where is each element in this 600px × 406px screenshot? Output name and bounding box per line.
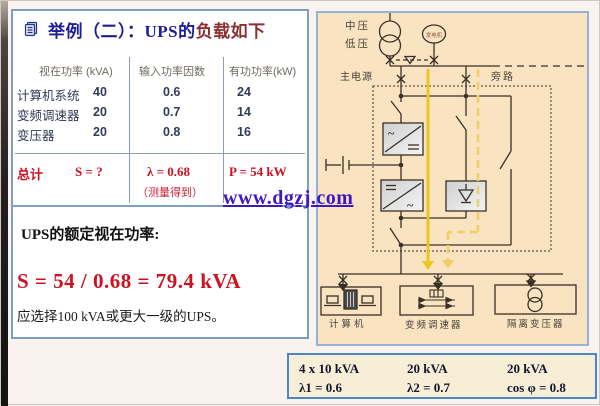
power-flow-main xyxy=(422,69,434,270)
output-switch xyxy=(389,227,402,246)
spec-col-vfd: 20 kVA λ2 = 0.7 xyxy=(407,359,450,397)
breaker-x-icons xyxy=(338,55,536,285)
load-table-panel: 举例（二）：UPS的负载如下 视在功率 (kVA) 输入功率因数 有功功率(kW… xyxy=(11,9,309,207)
total-label: 总计 xyxy=(17,167,44,182)
row-label: 计算机系统 xyxy=(17,89,80,103)
title-row: 举例（二）：UPS的负载如下 xyxy=(23,17,266,42)
battery-icon xyxy=(325,156,401,174)
spec-col-computers: 4 x 10 kVA λ1 = 0.6 xyxy=(299,359,359,397)
book-stack-icon xyxy=(24,21,38,36)
result-panel: UPS的额定视在功率: S = 54 / 0.68 = 79.4 kVA 应选择… xyxy=(11,205,309,339)
power-flow-arrow-main xyxy=(422,261,434,270)
spec-pf: λ1 = 0.6 xyxy=(299,380,343,395)
row-label: 变压器 xyxy=(17,129,55,143)
table-column-divider xyxy=(223,57,224,203)
bypass-label: 旁路 xyxy=(491,70,515,83)
row-pf: 0.8 xyxy=(163,125,181,139)
load-entry-arrow xyxy=(525,280,537,288)
row-kva: 20 xyxy=(93,105,107,119)
low-voltage-label: 低压 xyxy=(345,37,370,50)
row-pf: 0.7 xyxy=(163,105,181,119)
total-s: S = ? xyxy=(75,164,103,179)
photo-dark-edge xyxy=(1,1,8,406)
row-kva: 20 xyxy=(93,125,107,139)
load-entry-arrow xyxy=(432,282,444,291)
isolation-transformer-icon xyxy=(527,287,543,313)
row-pf: 0.6 xyxy=(163,85,181,99)
col-header-kva: 视在功率 (kVA) xyxy=(39,66,113,78)
spec-table: 4 x 10 kVA λ1 = 0.6 20 kVA λ2 = 0.7 20 k… xyxy=(287,353,597,399)
computer-load-box xyxy=(320,286,382,316)
generator-icon xyxy=(421,24,447,66)
inverter-box xyxy=(380,179,424,212)
circuit-diagram-panel: 中压 低压 主电源 旁路 发电机 计算机 变频调速器 隔离变压器 ~ ~ xyxy=(316,11,589,346)
rectifier-ac-symbol: ~ xyxy=(388,126,395,140)
ups-dashed-enclosure xyxy=(372,85,552,252)
inverter-ac-symbol: ~ xyxy=(407,198,414,212)
watermark: www.dgzj.com xyxy=(223,187,354,209)
power-flow-bypass xyxy=(442,69,480,269)
rectifier-box xyxy=(382,122,424,156)
result-formula: S = 54 / 0.68 = 79.4 kVA xyxy=(17,269,241,293)
total-lambda-note: （测量得到） xyxy=(137,187,203,199)
spec-pf: λ2 = 0.7 xyxy=(407,380,451,395)
row-kw: 14 xyxy=(237,105,251,119)
generator-label: 发电机 xyxy=(426,31,443,39)
table-column-divider xyxy=(129,57,130,203)
total-p: P = 54 kW xyxy=(229,164,287,179)
computer-icons xyxy=(324,289,376,310)
col-header-pf: 输入功率因数 xyxy=(139,66,205,78)
vfd-label: 变频调速器 xyxy=(405,319,463,331)
row-kva: 40 xyxy=(93,85,107,99)
row-kw: 16 xyxy=(237,125,251,139)
total-lambda: λ = 0.68 xyxy=(147,164,191,179)
main-source-label: 主电源 xyxy=(340,70,373,83)
computer-label: 计算机 xyxy=(329,318,367,330)
bypass-switch xyxy=(455,115,467,131)
power-flow-arrow-bypass xyxy=(442,260,454,269)
spec-pf: cos φ = 0.8 xyxy=(507,380,566,395)
isolation-transformer-label: 隔离变压器 xyxy=(507,318,565,330)
static-switch-box xyxy=(445,180,487,212)
ups-circuit-diagram: 中压 低压 主电源 旁路 发电机 计算机 变频调速器 隔离变压器 ~ ~ xyxy=(320,13,586,331)
maintenance-switch xyxy=(499,150,512,170)
col-header-kw: 有功功率(kW) xyxy=(229,66,297,78)
neutral-triangle-icon xyxy=(403,55,417,65)
total-divider-line xyxy=(15,153,305,154)
result-note: 应选择100 kVA或更大一级的UPS。 xyxy=(17,309,225,324)
transformer-icon xyxy=(378,20,402,57)
junction-dots xyxy=(398,93,469,248)
row-label: 变频调速器 xyxy=(17,109,80,123)
spec-kva: 20 kVA xyxy=(407,361,448,376)
isolation-transformer-load-box xyxy=(494,284,577,315)
spec-col-transformer: 20 kVA cos φ = 0.8 xyxy=(507,359,566,397)
diagram-labels: 中压 低压 主电源 旁路 发电机 计算机 变频调速器 隔离变压器 ~ ~ xyxy=(329,19,565,331)
result-heading: UPS的额定视在功率: xyxy=(21,227,160,243)
page-title: 举例（二）：UPS的负载如下 xyxy=(48,22,266,41)
medium-voltage-label: 中压 xyxy=(345,19,370,32)
spec-kva: 20 kVA xyxy=(507,361,548,376)
spec-kva: 4 x 10 kVA xyxy=(299,361,360,376)
rectifier-input-switch xyxy=(390,100,402,115)
vfd-icon xyxy=(418,289,455,310)
row-kw: 24 xyxy=(237,85,251,99)
load-entry-arrow xyxy=(337,283,349,292)
